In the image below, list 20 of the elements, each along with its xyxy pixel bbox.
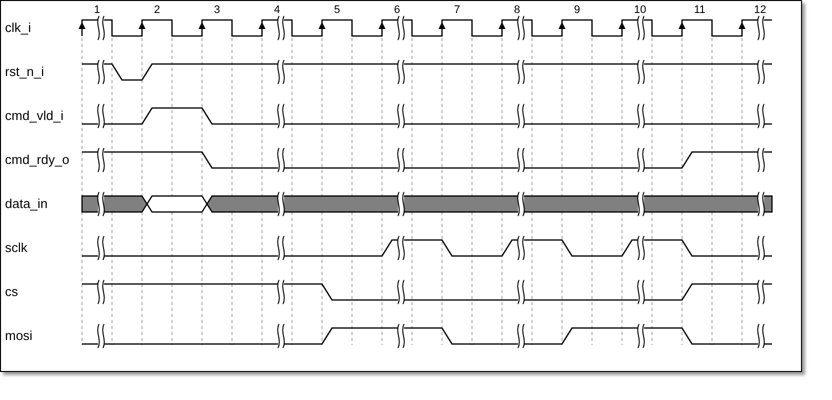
signal-name: cmd_rdy_o xyxy=(5,153,70,166)
signal-name: sclk xyxy=(5,241,28,254)
cycle-number: 9 xyxy=(574,5,580,16)
signal-name: rst_n_i xyxy=(5,65,44,78)
cycle-number: 3 xyxy=(214,5,220,16)
cycle-number: 4 xyxy=(274,5,280,16)
cycle-number: 11 xyxy=(694,5,706,16)
cycle-number: 7 xyxy=(454,5,460,16)
cycle-number: 2 xyxy=(154,5,160,16)
signal-name: data_in xyxy=(5,197,48,210)
cycle-number: 8 xyxy=(514,5,520,16)
cycle-number: 10 xyxy=(634,5,646,16)
cycle-number: 6 xyxy=(394,5,400,16)
signal-name: clk_i xyxy=(5,21,32,34)
signal-name: mosi xyxy=(5,329,32,342)
signal-name: cmd_vld_i xyxy=(5,109,64,122)
signal-name: cs xyxy=(5,285,18,298)
cycle-number: 5 xyxy=(334,5,340,16)
cycle-number: 12 xyxy=(754,5,766,16)
cycle-number: 1 xyxy=(94,5,100,16)
